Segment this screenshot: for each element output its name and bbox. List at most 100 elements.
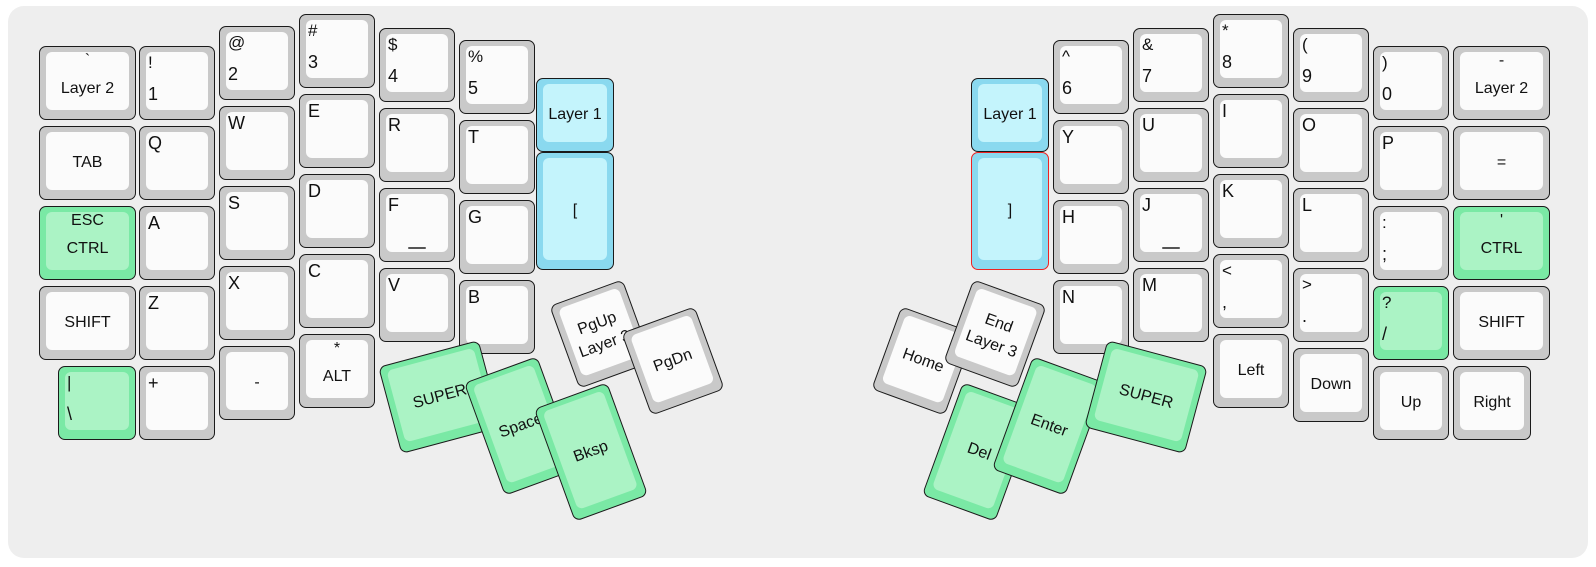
keycap-surface bbox=[306, 100, 368, 158]
key-r-c1-r2[interactable]: H bbox=[1053, 200, 1129, 274]
key-l-c0-r4[interactable]: |\ bbox=[58, 366, 136, 440]
keycap-surface bbox=[1060, 286, 1122, 344]
key-l-c5-r0[interactable]: %5 bbox=[459, 40, 535, 114]
key-r-c5-r1[interactable]: P bbox=[1373, 126, 1449, 200]
key-l-c1-r0[interactable]: !1 bbox=[139, 46, 215, 120]
key-l-c3-r4[interactable]: *ALT bbox=[299, 334, 375, 408]
key-l-c3-r2[interactable]: D bbox=[299, 174, 375, 248]
key-l-c2-r4[interactable]: - bbox=[219, 346, 295, 420]
key-l-c2-r3[interactable]: X bbox=[219, 266, 295, 340]
key-legend: I bbox=[1222, 101, 1228, 121]
key-r-c0-r0[interactable]: Layer 1 bbox=[971, 78, 1049, 152]
key-legend: G bbox=[468, 207, 483, 227]
key-l-c4-r1[interactable]: R bbox=[379, 108, 455, 182]
keycap-surface bbox=[1300, 194, 1362, 252]
key-r-c4-r2[interactable]: L bbox=[1293, 188, 1369, 262]
keycap-surface bbox=[306, 20, 368, 78]
keycap-surface bbox=[146, 292, 208, 350]
key-legend-base: 5 bbox=[468, 78, 479, 98]
key-r-c6-r1[interactable]: = bbox=[1453, 126, 1550, 200]
keycap-surface bbox=[978, 158, 1042, 260]
key-r-c3-r3[interactable]: <, bbox=[1213, 254, 1289, 328]
key-legend: M bbox=[1142, 275, 1157, 295]
key-legend-shifted: % bbox=[468, 47, 484, 66]
key-legend-shifted: ^ bbox=[1062, 47, 1070, 66]
key-l-c4-r3[interactable]: V bbox=[379, 268, 455, 342]
key-l-c1-r4[interactable]: + bbox=[139, 366, 215, 440]
key-l-c3-r3[interactable]: C bbox=[299, 254, 375, 328]
key-l-c1-r1[interactable]: Q bbox=[139, 126, 215, 200]
key-l-c5-r3[interactable]: B bbox=[459, 280, 535, 354]
key-r-c6-r2[interactable]: 'CTRL bbox=[1453, 206, 1550, 280]
key-legend-shifted: > bbox=[1302, 275, 1312, 294]
key-l-c5-r2[interactable]: G bbox=[459, 200, 535, 274]
key-legend-base: 1 bbox=[148, 84, 159, 104]
keycap-surface bbox=[1460, 292, 1543, 350]
keycap-surface bbox=[146, 212, 208, 270]
key-legend: [ bbox=[572, 202, 578, 219]
key-l-c2-r1[interactable]: W bbox=[219, 106, 295, 180]
key-l-c3-r1[interactable]: E bbox=[299, 94, 375, 168]
key-l-c5-r1[interactable]: T bbox=[459, 120, 535, 194]
key-r-c5-r3[interactable]: ?/ bbox=[1373, 286, 1449, 360]
key-r-c4-r4[interactable]: Down bbox=[1293, 348, 1369, 422]
key-r-c3-r2[interactable]: K bbox=[1213, 174, 1289, 248]
key-r-c1-r1[interactable]: Y bbox=[1053, 120, 1129, 194]
key-l-c3-r0[interactable]: #3 bbox=[299, 14, 375, 88]
key-r-c3-r0[interactable]: *8 bbox=[1213, 14, 1289, 88]
key-r-c5-r2[interactable]: :; bbox=[1373, 206, 1449, 280]
key-r-c6-r3[interactable]: SHIFT bbox=[1453, 286, 1550, 360]
key-r-c2-r1[interactable]: U bbox=[1133, 108, 1209, 182]
key-legend: D bbox=[308, 181, 321, 201]
key-l-c2-r0[interactable]: @2 bbox=[219, 26, 295, 100]
key-l-c4-r0[interactable]: $4 bbox=[379, 28, 455, 102]
key-r-c2-r3[interactable]: M bbox=[1133, 268, 1209, 342]
keycap-surface bbox=[1220, 260, 1282, 318]
key-r-c4-r0[interactable]: (9 bbox=[1293, 28, 1369, 102]
keycap-surface bbox=[226, 272, 288, 330]
key-l-c0-r3[interactable]: SHIFT bbox=[39, 286, 136, 360]
key-legend-shifted: # bbox=[308, 21, 318, 40]
keycap-surface bbox=[65, 372, 129, 430]
key-legend: E bbox=[308, 101, 321, 121]
key-legend-shifted: $ bbox=[388, 35, 398, 54]
key-l-c6-r1[interactable]: [ bbox=[536, 152, 614, 270]
key-legend-top: ` bbox=[84, 52, 91, 69]
key-r-c6-r0[interactable]: -Layer 2 bbox=[1453, 46, 1550, 120]
key-l-c4-r2[interactable]: F bbox=[379, 188, 455, 262]
key-legend-shifted: ) bbox=[1382, 53, 1388, 72]
keycap-surface bbox=[46, 212, 129, 270]
keycap-surface bbox=[46, 52, 129, 110]
key-legend-base: 8 bbox=[1222, 52, 1233, 72]
key-r-c1-r0[interactable]: ^6 bbox=[1053, 40, 1129, 114]
key-l-c0-r1[interactable]: TAB bbox=[39, 126, 136, 200]
key-r-c2-r2[interactable]: J bbox=[1133, 188, 1209, 262]
key-l-c0-r0[interactable]: `Layer 2 bbox=[39, 46, 136, 120]
key-r-c3-r1[interactable]: I bbox=[1213, 94, 1289, 168]
key-l-c1-r2[interactable]: A bbox=[139, 206, 215, 280]
keycap-surface bbox=[386, 34, 448, 92]
keycap-surface bbox=[1460, 212, 1543, 270]
key-r-c4-r1[interactable]: O bbox=[1293, 108, 1369, 182]
key-legend-bottom: ALT bbox=[322, 368, 352, 385]
key-r-c2-r0[interactable]: &7 bbox=[1133, 28, 1209, 102]
key-r-c6-r4[interactable]: Right bbox=[1453, 366, 1531, 440]
key-r-c5-r4[interactable]: Up bbox=[1373, 366, 1449, 440]
key-legend-bottom: Layer 2 bbox=[1474, 80, 1529, 97]
keycap-surface bbox=[543, 84, 607, 142]
key-legend: X bbox=[228, 273, 241, 293]
key-legend: ] bbox=[1007, 202, 1013, 219]
keycap-surface bbox=[226, 192, 288, 250]
key-r-c3-r4[interactable]: Left bbox=[1213, 334, 1289, 408]
key-r-c4-r3[interactable]: >. bbox=[1293, 268, 1369, 342]
keycap-surface bbox=[1140, 114, 1202, 172]
key-r-c5-r0[interactable]: )0 bbox=[1373, 46, 1449, 120]
key-l-c2-r2[interactable]: S bbox=[219, 186, 295, 260]
key-legend: Layer 1 bbox=[548, 106, 602, 123]
key-legend-shifted: * bbox=[1222, 21, 1229, 40]
keycap-surface bbox=[1220, 340, 1282, 398]
key-r-c0-r1[interactable]: ] bbox=[971, 152, 1049, 270]
key-l-c1-r3[interactable]: Z bbox=[139, 286, 215, 360]
key-l-c6-r0[interactable]: Layer 1 bbox=[536, 78, 614, 152]
